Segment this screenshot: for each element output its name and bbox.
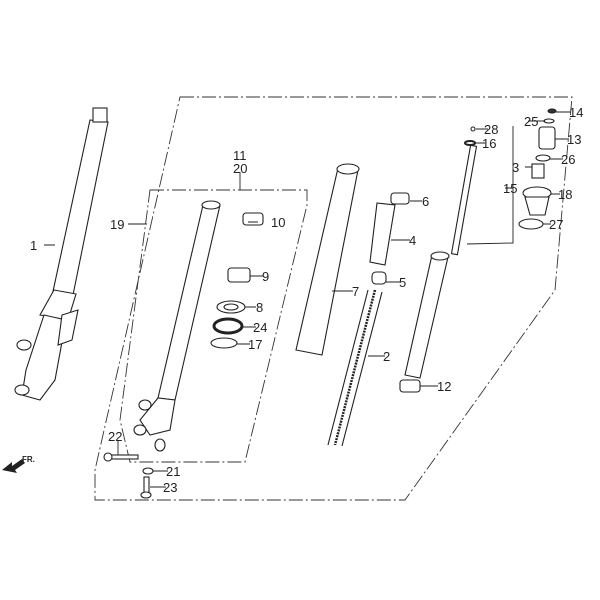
callout-13: 13 [567, 132, 581, 147]
bushing-9[interactable] [227, 267, 251, 283]
leader-lines [44, 111, 571, 488]
damper-rod-15[interactable] [404, 144, 478, 379]
callout-20: 20 [233, 161, 247, 176]
spacer-4[interactable] [369, 202, 396, 266]
bolt-23[interactable] [140, 476, 152, 499]
collar-6[interactable] [390, 192, 410, 205]
callout-8: 8 [256, 300, 263, 315]
callout-1: 1 [30, 238, 37, 253]
spring-2[interactable] [327, 289, 383, 447]
inner-group-boundary [119, 189, 308, 463]
callout-11: 11 [233, 148, 247, 163]
oil-seal-24[interactable] [212, 317, 244, 335]
callout-24: 24 [253, 320, 267, 335]
callout-7: 7 [352, 284, 359, 299]
seat-5[interactable] [371, 271, 387, 285]
direction-label: FR. [22, 455, 35, 464]
oring-27[interactable] [518, 218, 544, 230]
front-direction-arrow: FR. [2, 455, 35, 473]
callout-19: 19 [110, 217, 124, 232]
callout-22: 22 [108, 429, 122, 444]
callout-10: 10 [271, 215, 285, 230]
ring-16[interactable] [464, 140, 476, 146]
callout-2: 2 [383, 349, 390, 364]
callout-6: 6 [422, 194, 429, 209]
callout-3: 3 [512, 160, 519, 175]
bolt-22[interactable] [103, 452, 139, 462]
fork-bolt-18[interactable] [522, 186, 552, 216]
callout-14: 14 [569, 105, 583, 120]
fork-tube-7[interactable] [295, 163, 360, 356]
fork-assembly-1[interactable] [14, 107, 109, 401]
callout-21: 21 [166, 464, 180, 479]
washer-21[interactable] [142, 467, 154, 475]
washer-8[interactable] [216, 300, 246, 314]
outer-group-boundary [94, 96, 573, 501]
bushing-12[interactable] [399, 379, 421, 393]
callout-4: 4 [409, 233, 416, 248]
adjuster-13[interactable] [538, 126, 556, 150]
callout-18: 18 [558, 187, 572, 202]
washer-25[interactable] [543, 118, 555, 124]
callout-28: 28 [484, 122, 498, 137]
oring-26[interactable] [535, 154, 551, 162]
callout-26: 26 [561, 152, 575, 167]
callout-5: 5 [399, 275, 406, 290]
outer-fork-tube[interactable] [133, 200, 221, 452]
pin-28[interactable] [470, 126, 476, 132]
callout-23: 23 [163, 480, 177, 495]
callout-15: 15 [503, 181, 517, 196]
bushing-10[interactable] [242, 212, 264, 226]
callout-25: 25 [524, 114, 538, 129]
plate-3[interactable] [531, 163, 545, 179]
callout-labels: 1 2 3 4 5 6 7 8 9 10 11 12 13 14 15 16 1… [30, 105, 583, 495]
callout-12: 12 [437, 379, 451, 394]
callout-16: 16 [482, 136, 496, 151]
callout-17: 17 [248, 337, 262, 352]
callout-27: 27 [549, 217, 563, 232]
nut-14[interactable] [547, 108, 557, 114]
clip-17[interactable] [210, 337, 238, 349]
callout-9: 9 [262, 269, 269, 284]
